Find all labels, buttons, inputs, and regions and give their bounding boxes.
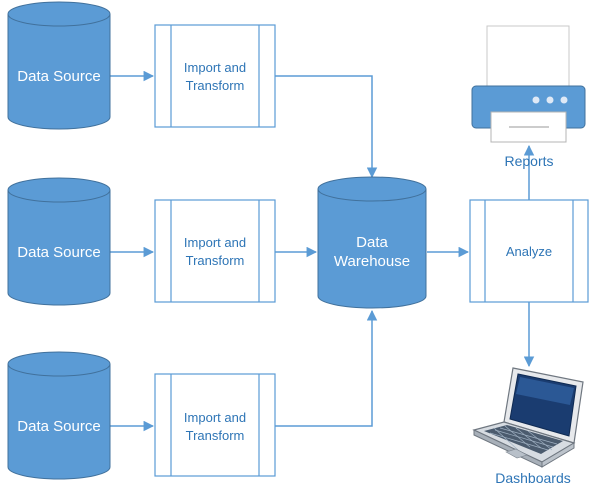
transform-label-line1: Import and xyxy=(184,235,246,250)
connectors xyxy=(110,70,535,432)
transform-label-line1: Import and xyxy=(184,410,246,425)
data-source-3: Data Source xyxy=(7,351,111,480)
transform-label-line1: Import and xyxy=(184,60,246,75)
data-warehouse: Data Warehouse xyxy=(317,176,427,309)
connector-transform3-warehouse xyxy=(275,309,378,427)
data-source-label: Data Source xyxy=(17,244,100,261)
data-source-2: Data Source xyxy=(7,177,111,306)
analyze-box: Analyze xyxy=(469,199,589,303)
transform-label-line2: Transform xyxy=(186,253,245,268)
data-source-label: Data Source xyxy=(17,68,100,85)
transform-label-line2: Transform xyxy=(186,428,245,443)
warehouse-label-line2: Warehouse xyxy=(334,253,410,270)
dashboards-label: Dashboards xyxy=(495,470,571,486)
connector-transform1-warehouse xyxy=(275,75,378,179)
data-source-label: Data Source xyxy=(17,418,100,435)
transform-label-line2: Transform xyxy=(186,78,245,93)
transform-box-2: Import and Transform xyxy=(154,199,276,303)
data-source-1: Data Source xyxy=(7,1,111,130)
laptop-icon xyxy=(472,367,584,468)
printer-icon xyxy=(471,25,586,143)
transform-box-1: Import and Transform xyxy=(154,24,276,128)
transform-box-3: Import and Transform xyxy=(154,373,276,477)
warehouse-label-line1: Data xyxy=(356,234,388,251)
reports-label: Reports xyxy=(504,153,553,169)
analyze-label: Analyze xyxy=(506,244,552,259)
